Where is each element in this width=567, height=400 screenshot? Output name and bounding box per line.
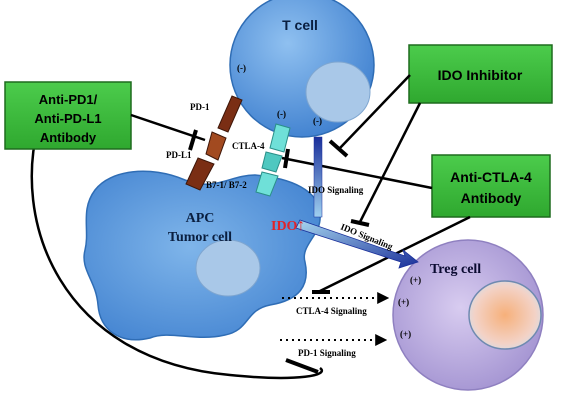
ctla4-signaling-label: CTLA-4 Signaling [296,306,367,316]
pd1-receptor [217,95,243,133]
ido-signaling-label-1: IDO Signaling [308,185,364,195]
pdl1-ligand [185,157,215,191]
anti-ctla4-inhibition-line [281,156,433,190]
ido-up-arrow: ↑ [297,217,305,234]
t-cell-minus-3: (-) [313,116,322,126]
anti-pd1-block-bar [188,129,198,151]
t-cell-nucleus [305,61,371,123]
pd1-receptor-head [205,131,227,161]
t-cell-label: T cell [282,17,318,33]
anti-pd1-label-line2: Anti-PD-L1 [34,111,101,126]
treg-cell [392,239,544,391]
anti-ctla4-label-line1: Anti-CTLA-4 [450,169,532,185]
anti-ctla4-label-line2: Antibody [461,190,522,206]
ctla4-label: CTLA-4 [232,141,265,151]
ctla4-receptor [269,123,291,153]
pd1-label: PD-1 [190,102,210,112]
apc-label-line1: APC [186,211,215,226]
ido-signaling-arrow [295,219,419,269]
ido-inhibitor-line-2 [358,102,422,223]
anti-pd1-label-line3: Antibody [40,130,97,145]
ido-inhibitor-block-bar-1 [328,139,349,158]
b7-ligand [255,171,279,197]
apc-label-line2: Tumor cell [168,230,232,245]
ctla4-receptor-head [261,151,283,173]
b7-label: B7-1/ B7-2 [206,180,247,190]
anti-pd1-label-line1: Anti-PD1/ [39,92,98,107]
apc-nucleus [195,239,261,297]
ido-inhibitor-line-1 [339,74,411,149]
t-cell-minus-2: (-) [277,109,286,119]
ido-inhibitor-box [408,44,553,104]
anti-ctla4-antibody-box [431,154,551,218]
ido-inhibitor-block-bar-2 [350,219,370,227]
treg-plus-3: (+) [400,329,411,339]
anti-ctla4-block-bar [283,148,290,169]
pd1-signaling-label: PD-1 Signaling [298,348,356,358]
treg-plus-1: (+) [410,275,421,285]
ido-label: IDO [271,219,298,234]
treg-cell-label: Treg cell [430,262,481,277]
t-cell-minus-1: (-) [237,63,246,73]
pdl1-label: PD-L1 [166,150,192,160]
treg-plus-2: (+) [398,297,409,307]
ido-signaling-bar [313,136,323,218]
anti-pd1-antibody-box [4,81,132,150]
pd1-signaling-block-bar [285,358,319,374]
treg-cell-nucleus [468,280,542,350]
pd1-feedback-loop-line [30,119,323,380]
ido-inhibitor-label: IDO Inhibitor [438,67,523,83]
